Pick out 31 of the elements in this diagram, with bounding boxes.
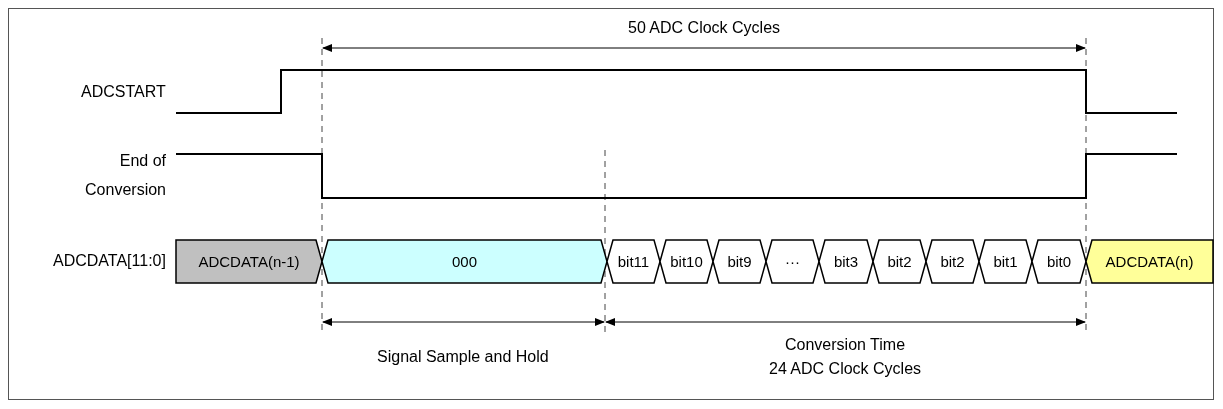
dimension-label: Signal Sample and Hold: [377, 347, 549, 367]
signal-name: ADCSTART: [81, 82, 166, 102]
bus-value-text: bit9: [726, 252, 753, 271]
bus-value-text: ADCDATA(n): [1104, 252, 1195, 271]
bus-value-text: bit11: [616, 252, 651, 271]
bus-value-segment: [926, 240, 979, 283]
bus-value-segment: [1086, 240, 1213, 283]
bus-value-segment: [1032, 240, 1086, 283]
bus-value-text: ADCDATA(n-1): [197, 252, 301, 271]
bus-value-segment: [766, 240, 819, 283]
bus-value-segment: [322, 240, 607, 283]
bus-value-text: bit3: [832, 252, 860, 271]
bus-value-text: 000: [451, 252, 478, 271]
bus-value-text: bit0: [1045, 252, 1073, 271]
dimension-label: 50 ADC Clock Cycles: [628, 18, 781, 38]
bus-value-segment: [176, 240, 322, 283]
bus-value-segment: [660, 240, 713, 283]
signal-name: ADCDATA[11:0]: [53, 251, 166, 271]
dimension-label: Conversion Time: [785, 335, 906, 355]
bus-value-segment: [713, 240, 766, 283]
bus-value-text: ···: [784, 252, 801, 271]
signal-name: End of Conversion: [84, 151, 166, 200]
bus-value-text: bit10: [669, 252, 704, 271]
bus-value-segment: [819, 240, 873, 283]
dimension-label: 24 ADC Clock Cycles: [769, 359, 922, 379]
bus-value-text: bit1: [992, 252, 1019, 271]
bus-value-segment: [607, 240, 660, 283]
bus-value-text: bit2: [886, 252, 913, 271]
bus-value-segment: [979, 240, 1032, 283]
bus-value-text: bit2: [939, 252, 966, 271]
bus-value-segment: [873, 240, 926, 283]
